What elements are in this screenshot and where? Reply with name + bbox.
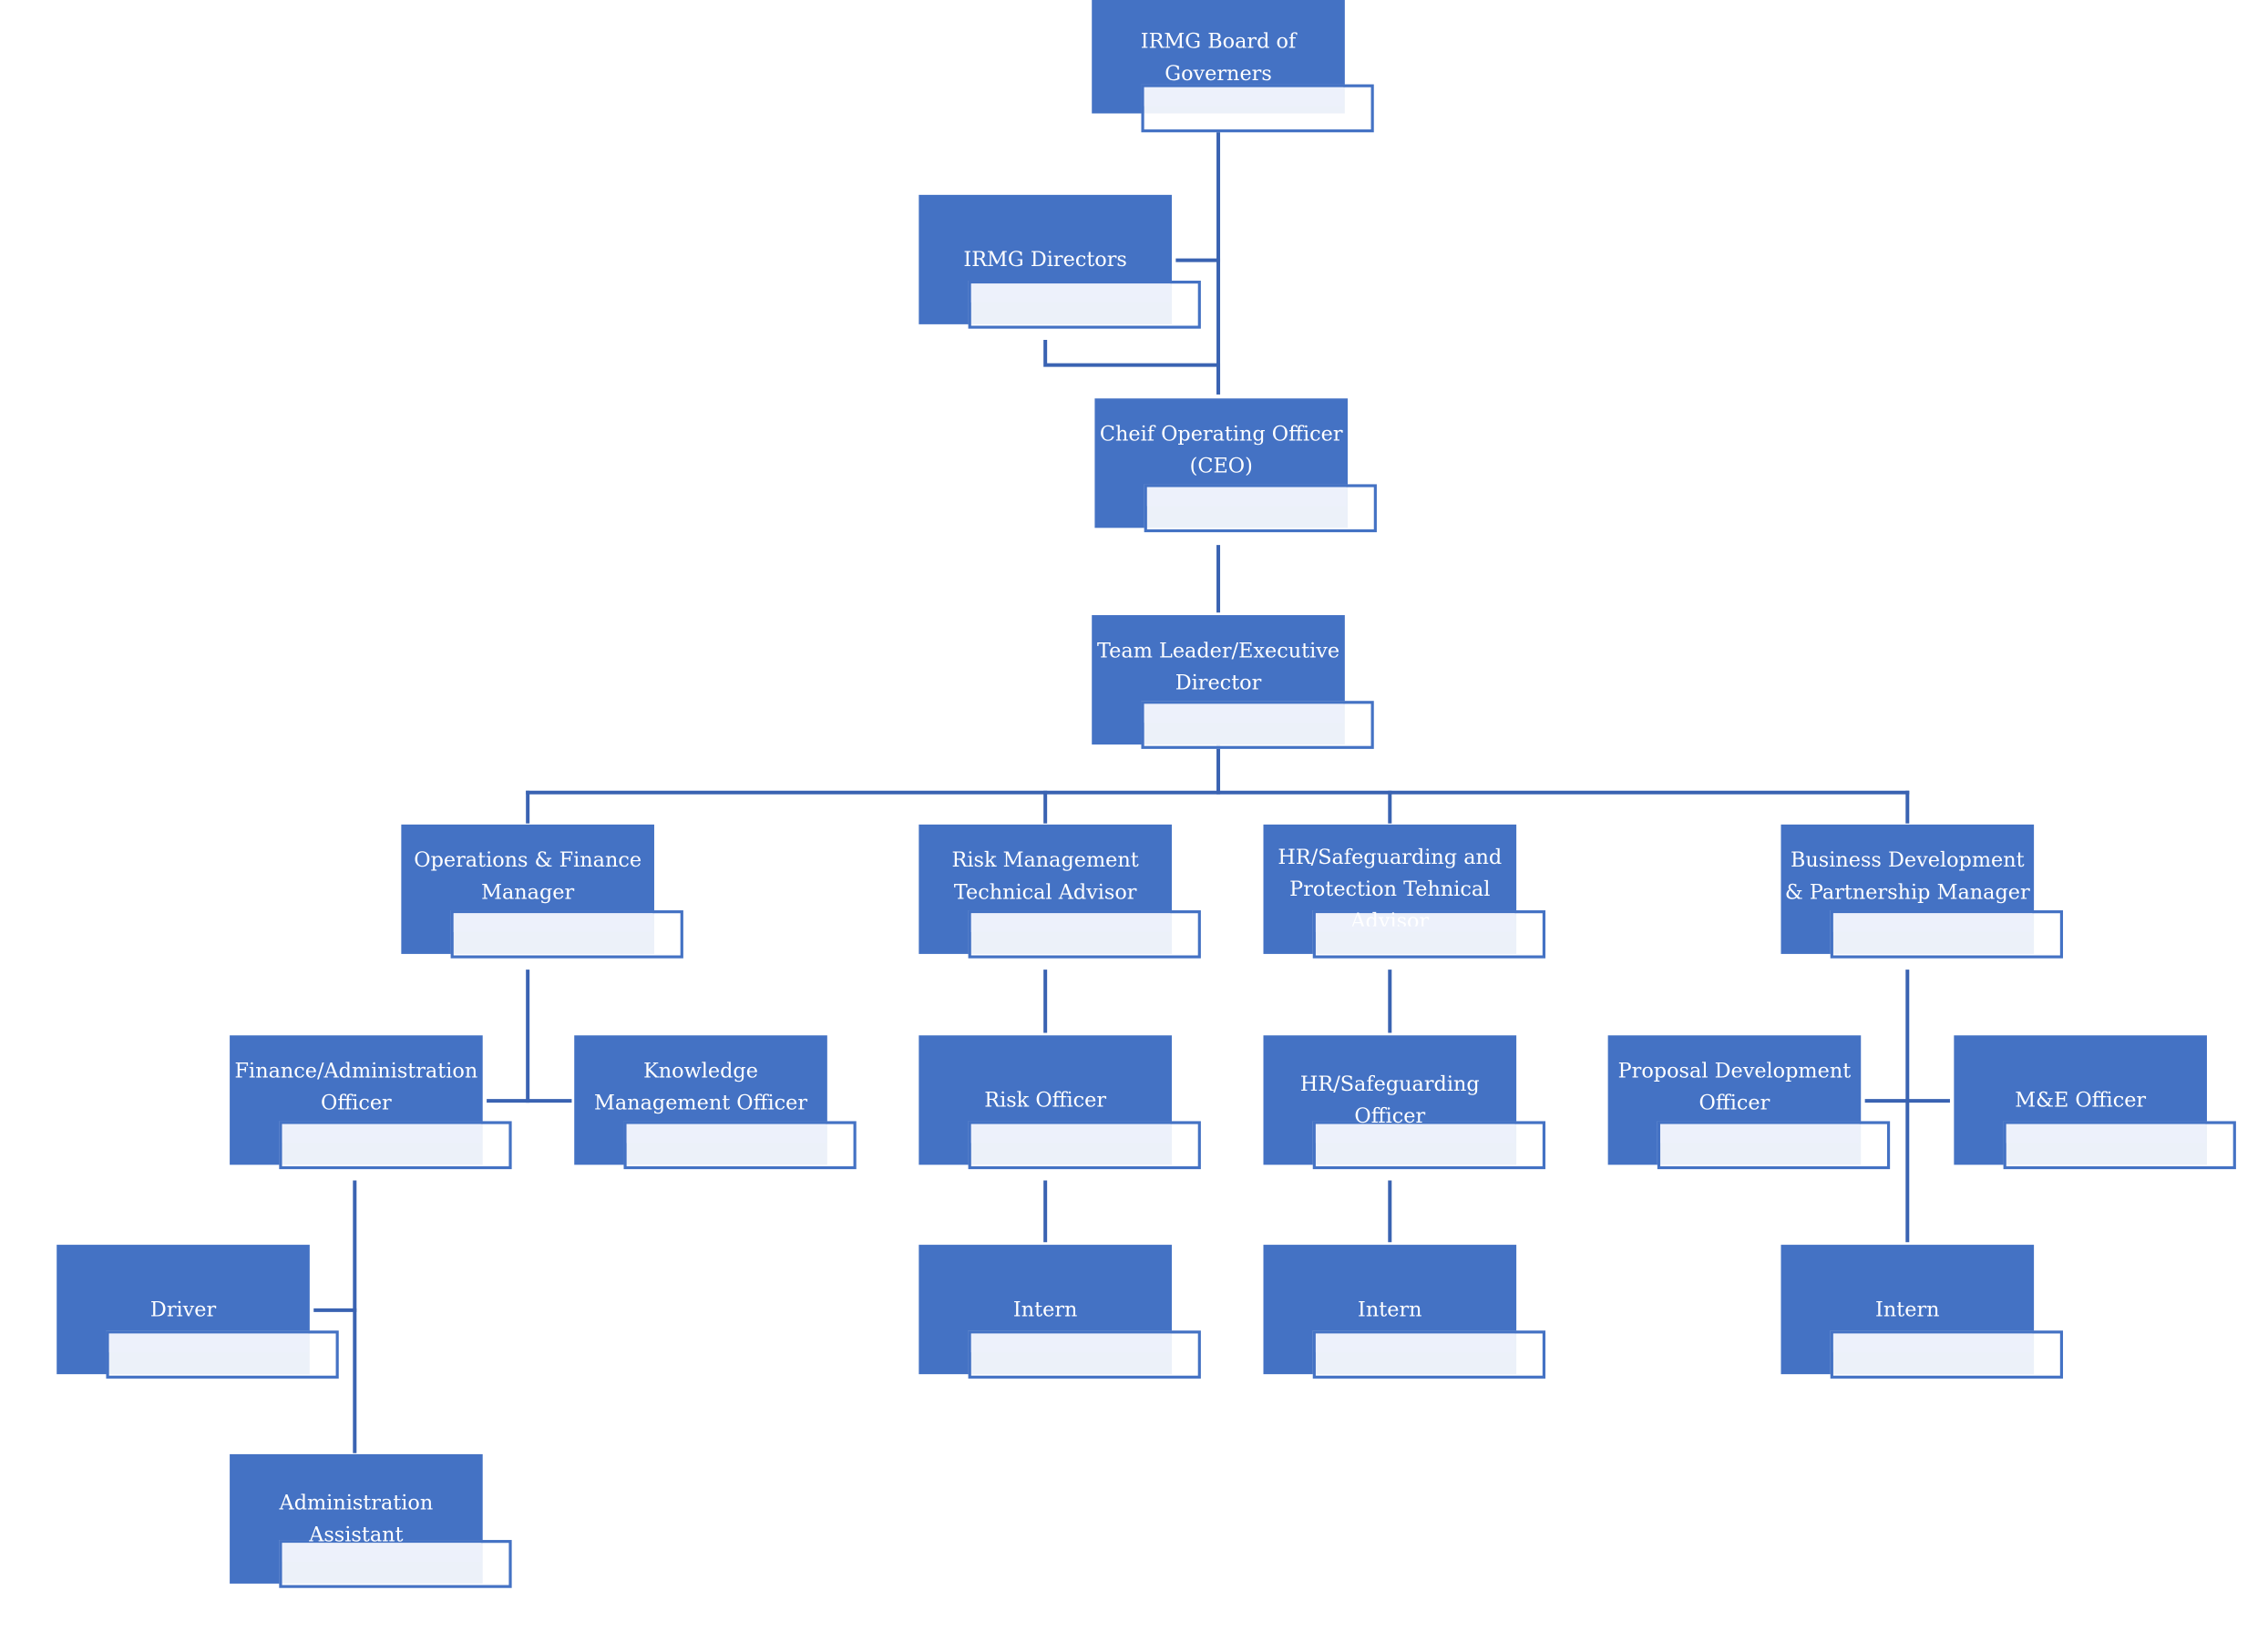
connector-directors-return xyxy=(1043,340,1221,395)
node-label: IRMG Board of Governers xyxy=(1140,30,1297,87)
node-label: Operations & Finance Manager xyxy=(414,849,642,905)
node-ops-finance: Operations & Finance Manager xyxy=(401,824,683,959)
node-hr-advisor: HR/Safeguarding and Protection Tehnical … xyxy=(1263,824,1546,959)
node-knowledge: Knowledge Management Officer xyxy=(574,1035,857,1170)
node-intern-hr: Intern xyxy=(1263,1245,1546,1379)
node-risk-officer: Risk Officer xyxy=(918,1035,1201,1170)
node-label: Cheif Operating Officer (CEO) xyxy=(1099,423,1343,479)
node-label: Intern xyxy=(1012,1298,1078,1322)
node-label: Intern xyxy=(1358,1298,1422,1322)
node-board: IRMG Board of Governers xyxy=(1092,0,1374,133)
node-label: Driver xyxy=(149,1298,217,1322)
node-fin-admin: Finance/Administration Officer xyxy=(230,1035,512,1170)
node-label: Team Leader/Executive Director xyxy=(1097,640,1340,695)
node-hr-officer: HR/Safeguarding Officer xyxy=(1263,1035,1546,1170)
node-me-officer: M&E Officer xyxy=(1954,1035,2236,1170)
node-label: M&E Officer xyxy=(2015,1089,2147,1113)
node-directors: IRMG Directors xyxy=(918,194,1201,329)
node-team-leader: Team Leader/Executive Director xyxy=(1092,615,1374,749)
node-label: HR/Safeguarding and Protection Tehnical … xyxy=(1278,846,1503,927)
node-proposal: Proposal Development Officer xyxy=(1607,1035,1891,1170)
node-label: Finance/Administration Officer xyxy=(234,1060,478,1116)
node-intern-bizdev: Intern xyxy=(1781,1245,2064,1379)
node-label: Proposal Development Officer xyxy=(1617,1060,1852,1116)
node-label: Risk Management Technical Advisor xyxy=(951,849,1139,905)
node-risk-mgmt: Risk Management Technical Advisor xyxy=(918,824,1201,959)
node-label: HR/Safeguarding Officer xyxy=(1299,1072,1480,1129)
node-label: Intern xyxy=(1875,1298,1940,1322)
node-label: IRMG Directors xyxy=(963,248,1127,272)
node-admin-asst: Administration Assistant xyxy=(230,1453,512,1588)
node-label: Risk Officer xyxy=(984,1089,1107,1113)
node-intern-risk: Intern xyxy=(918,1245,1201,1379)
node-label: Administration Assistant xyxy=(279,1492,434,1548)
node-driver: Driver xyxy=(56,1245,339,1379)
node-label: Business Development & Partnership Manag… xyxy=(1784,849,2030,905)
node-label: Knowledge Management Officer xyxy=(594,1060,808,1116)
node-coo: Cheif Operating Officer (CEO) xyxy=(1094,398,1377,533)
node-bizdev: Business Development & Partnership Manag… xyxy=(1781,824,2064,959)
